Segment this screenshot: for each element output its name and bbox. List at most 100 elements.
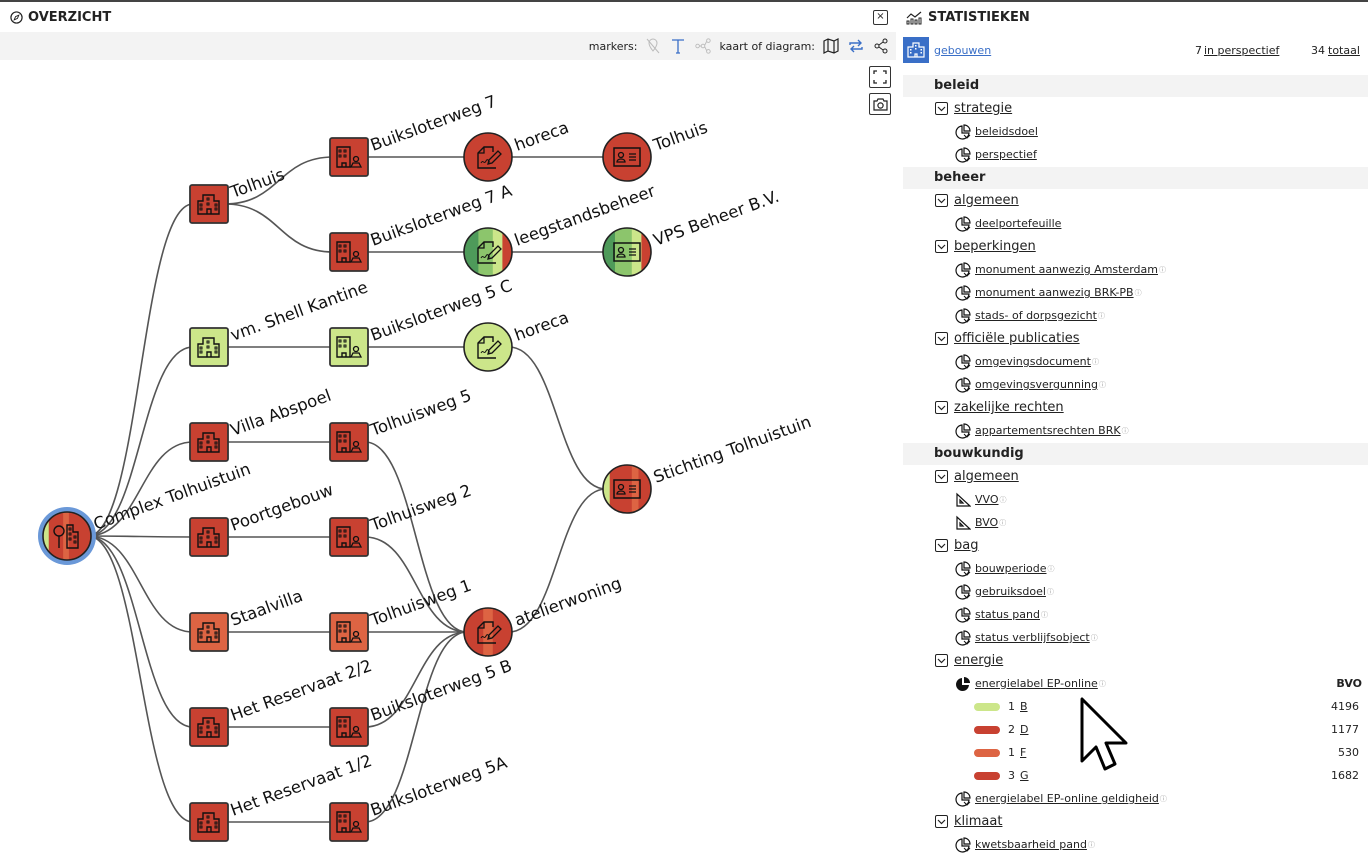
node-circle[interactable]: Stichting Tolhuistuin xyxy=(602,412,814,514)
info-icon[interactable]: ⓘ xyxy=(1046,587,1054,596)
legend-label-link[interactable]: G xyxy=(1020,769,1029,782)
stat-item[interactable]: perspectief xyxy=(903,143,1368,166)
stat-item-link[interactable]: gebruiksdoel xyxy=(975,585,1046,598)
markers-off-icon[interactable] xyxy=(644,37,662,55)
group-link[interactable]: strategie xyxy=(954,101,1013,116)
group-algemeen[interactable]: algemeen xyxy=(903,189,1368,212)
info-icon[interactable]: ⓘ xyxy=(1098,380,1106,389)
group-link[interactable]: bag xyxy=(954,538,979,553)
network-icon[interactable] xyxy=(694,37,712,55)
layer-link[interactable]: gebouwen xyxy=(934,43,992,57)
chevron-down-icon[interactable] xyxy=(935,332,948,345)
group-link[interactable]: energie xyxy=(954,653,1004,668)
stat-item-link[interactable]: energielabel EP-online geldigheid xyxy=(975,792,1159,805)
stat-item[interactable]: deelportefeuille xyxy=(903,212,1368,235)
group-link[interactable]: officiële publicaties xyxy=(954,331,1080,346)
stat-item-link[interactable]: BVO xyxy=(975,516,999,529)
switch-icon[interactable] xyxy=(847,37,865,55)
chevron-down-icon[interactable] xyxy=(935,401,948,414)
info-icon[interactable]: ⓘ xyxy=(1159,794,1167,803)
stat-item-link[interactable]: VVO xyxy=(975,493,999,506)
group-bag[interactable]: bag xyxy=(903,534,1368,557)
info-icon[interactable]: ⓘ xyxy=(1121,426,1129,435)
chevron-down-icon[interactable] xyxy=(935,102,948,115)
stat-item-link[interactable]: status pand xyxy=(975,608,1040,621)
group-link[interactable]: algemeen xyxy=(954,469,1019,484)
in-perspective-link[interactable]: in perspectief xyxy=(1204,43,1280,57)
group-algemeen[interactable]: algemeen xyxy=(903,465,1368,488)
node-square[interactable]: Villa Abspoel xyxy=(189,386,334,462)
chevron-down-icon[interactable] xyxy=(935,654,948,667)
info-icon[interactable]: ⓘ xyxy=(999,518,1007,527)
info-icon[interactable]: ⓘ xyxy=(1134,288,1142,297)
legend-label-link[interactable]: D xyxy=(1020,723,1029,736)
node-square[interactable]: Staalvilla xyxy=(189,586,305,652)
node-circle[interactable]: horeca xyxy=(463,118,571,182)
chevron-down-icon[interactable] xyxy=(935,539,948,552)
stat-item-link[interactable]: kwetsbaarheid pand xyxy=(975,838,1087,851)
info-icon[interactable]: ⓘ xyxy=(1091,357,1099,366)
info-icon[interactable]: ⓘ xyxy=(1098,679,1106,688)
stat-item-link[interactable]: bouwperiode xyxy=(975,562,1047,575)
node-circle[interactable]: horeca xyxy=(463,308,571,372)
stat-item-link[interactable]: omgevingsvergunning xyxy=(975,378,1098,391)
group-link[interactable]: zakelijke rechten xyxy=(954,400,1064,415)
stat-item-link[interactable]: beleidsdoel xyxy=(975,125,1038,138)
stat-item-link[interactable]: stads- of dorpsgezicht xyxy=(975,309,1097,322)
stat-item-link[interactable]: deelportefeuille xyxy=(975,217,1062,230)
stat-item-link[interactable]: energielabel EP-online xyxy=(975,677,1098,690)
group-energie[interactable]: energie xyxy=(903,649,1368,672)
info-icon[interactable]: ⓘ xyxy=(1040,610,1048,619)
stat-item[interactable]: beleidsdoel xyxy=(903,120,1368,143)
info-icon[interactable]: ⓘ xyxy=(1087,840,1095,849)
info-icon[interactable]: ⓘ xyxy=(1097,311,1105,320)
node-square[interactable]: Tolhuis xyxy=(189,165,287,224)
legend-label-link[interactable]: B xyxy=(1020,700,1028,713)
node-square[interactable]: Tolhuisweg 1 xyxy=(329,576,474,652)
screenshot-button[interactable] xyxy=(869,93,891,115)
info-icon[interactable]: ⓘ xyxy=(1159,265,1166,274)
group-klimaat[interactable]: klimaat xyxy=(903,810,1368,833)
fullscreen-button[interactable] xyxy=(869,66,891,88)
stat-item-link[interactable]: monument aanwezig Amsterdam xyxy=(975,263,1158,276)
group-beperkingen[interactable]: beperkingen xyxy=(903,235,1368,258)
node-circle[interactable]: atelierwoning xyxy=(463,573,624,657)
share-icon[interactable] xyxy=(872,37,890,55)
total-link[interactable]: totaal xyxy=(1328,43,1360,57)
group-link[interactable]: beperkingen xyxy=(954,239,1036,254)
stat-item-link[interactable]: omgevingsdocument xyxy=(975,355,1091,368)
map-icon[interactable] xyxy=(822,37,840,55)
node-square[interactable]: Tolhuisweg 2 xyxy=(329,481,474,557)
node-circle[interactable]: Tolhuis xyxy=(602,118,710,182)
stat-item-link[interactable]: monument aanwezig BRK-PB xyxy=(975,286,1134,299)
chevron-down-icon[interactable] xyxy=(935,240,948,253)
node-square[interactable]: Tolhuisweg 5 xyxy=(329,386,474,462)
legend-label-link[interactable]: F xyxy=(1020,746,1027,759)
chevron-down-icon[interactable] xyxy=(935,470,948,483)
group-strategie[interactable]: strategie xyxy=(903,97,1368,120)
chevron-down-icon[interactable] xyxy=(935,815,948,828)
group-zakelijke-rechten[interactable]: zakelijke rechten xyxy=(903,396,1368,419)
chevron-down-icon[interactable] xyxy=(935,194,948,207)
stat-item-link[interactable]: status verblijfsobject xyxy=(975,631,1090,644)
stat-item-link[interactable]: perspectief xyxy=(975,148,1037,161)
close-button[interactable]: × xyxy=(873,10,888,25)
info-icon[interactable]: ⓘ xyxy=(1047,564,1055,573)
group-offici-le-publicaties[interactable]: officiële publicaties xyxy=(903,327,1368,350)
group-link[interactable]: algemeen xyxy=(954,193,1019,208)
